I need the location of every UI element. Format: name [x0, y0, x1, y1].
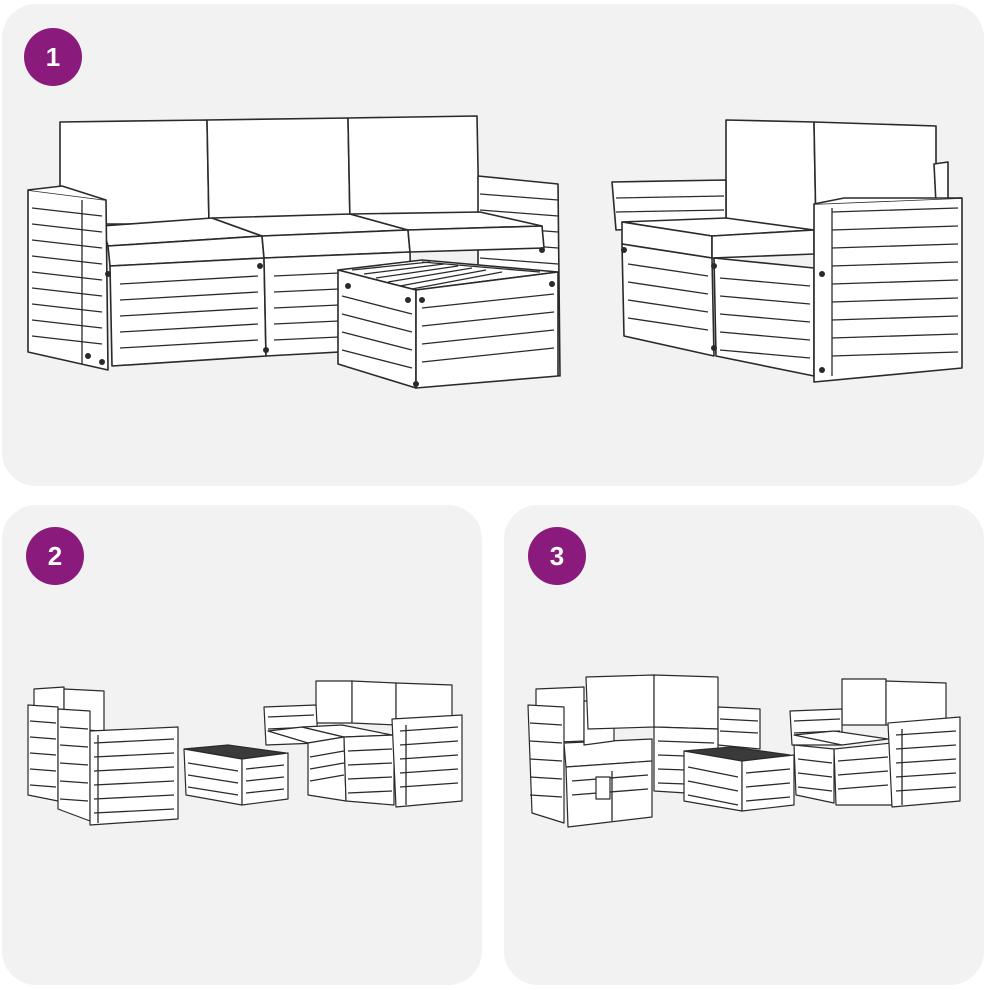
three-seat-sofa-small [263, 680, 463, 808]
step-badge-1: 1 [24, 28, 82, 86]
table-side-right [415, 271, 559, 389]
panel-step-2: 2 [2, 505, 482, 985]
back-cushion-right [347, 115, 480, 223]
back-cushion-a [725, 119, 817, 231]
step-badge-3: 3 [528, 527, 586, 585]
loveseat [585, 674, 761, 796]
drawing-layout-option-2 [27, 680, 463, 826]
armrest-right [813, 197, 963, 383]
panel-step-3: 3 [504, 505, 984, 985]
back-cushion-middle [206, 117, 351, 225]
coffee-table-small [183, 744, 289, 806]
two-seat-right [789, 678, 961, 808]
armchair-pair [27, 686, 179, 826]
base-a [621, 243, 715, 357]
step-badge-2: 2 [26, 527, 84, 585]
panel-step-1: 1 [2, 4, 984, 486]
drawing-layout-option-3 [527, 674, 961, 828]
left-armrest [27, 189, 109, 371]
drawing-sofa-set-assembled [27, 115, 963, 389]
coffee-table-center [683, 746, 795, 812]
coffee-table [337, 259, 559, 389]
two-seat-sofa [611, 119, 963, 383]
armchair-side [89, 726, 179, 826]
base-b [713, 257, 815, 377]
